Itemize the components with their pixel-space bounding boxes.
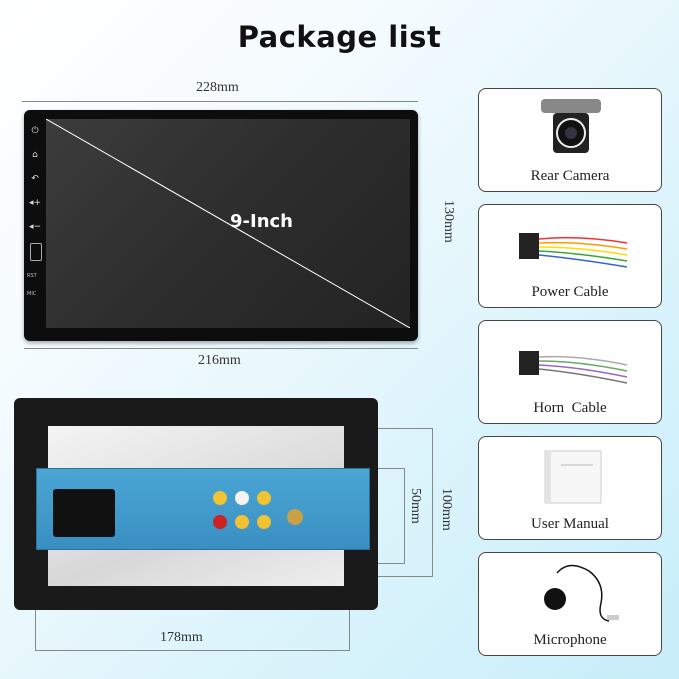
head-unit-front: ⏻ ⌂ ↶ ◂+ ◂− RST MIC 9-Inch: [24, 110, 418, 341]
screen-width-dimension-line: [24, 348, 418, 349]
item-label: Horn Cable: [533, 400, 607, 416]
microphone-icon: [544, 564, 619, 622]
head-unit-back: [14, 398, 378, 610]
item-card-power-cable: Power Cable: [478, 204, 662, 308]
rca-jack-icon: [235, 515, 249, 529]
rca-jack-icon: [257, 491, 271, 505]
volume-up-icon: ◂+: [28, 198, 42, 208]
circuit-board: [36, 468, 370, 550]
item-label: Power Cable: [531, 284, 609, 300]
camera-icon: [541, 99, 601, 153]
item-card-rear-camera: Rear Camera: [478, 88, 662, 192]
mic-label: MIC: [27, 291, 37, 297]
back-height-bottom-tick: [378, 576, 433, 577]
inner-height-top-tick: [360, 468, 405, 469]
inner-height-bottom-tick: [360, 563, 405, 564]
back-width-dimension-label: 178mm: [160, 630, 203, 645]
inner-height-dimension-line: [404, 468, 405, 564]
rca-jack-icon: [235, 491, 249, 505]
cable-icon: [519, 351, 628, 384]
rst-label: RST: [27, 273, 37, 279]
inner-height-dimension-label: 50mm: [408, 488, 423, 524]
wiring-connector-icon: [53, 489, 115, 537]
back-height-dimension-line: [432, 428, 433, 576]
power-icon: ⏻: [31, 126, 39, 136]
volume-down-icon: ◂−: [28, 222, 42, 232]
screen-diagonal: [46, 119, 410, 328]
manual-icon: [544, 450, 602, 504]
screen-size-label: 9-Inch: [230, 211, 293, 232]
rca-jack-icon: [213, 515, 227, 529]
item-card-user-manual: User Manual: [478, 436, 662, 540]
usb-port-icon: [30, 243, 42, 261]
rca-jack-icon: [213, 491, 227, 505]
back-width-left-tick: [35, 590, 36, 650]
rca-jack-icon: [257, 515, 271, 529]
display-screen: 9-Inch: [46, 119, 410, 328]
width-dimension-line: [22, 101, 418, 102]
height-dimension-label: 130mm: [441, 200, 456, 243]
item-card-horn-cable: Horn Cable: [478, 320, 662, 424]
antenna-jack-icon: [287, 509, 303, 525]
back-width-dimension-line: [35, 650, 350, 651]
back-width-right-tick: [349, 590, 350, 650]
width-dimension-label: 228mm: [196, 80, 239, 95]
item-label: Microphone: [533, 632, 607, 648]
item-card-microphone: Microphone: [478, 552, 662, 656]
page-title: Package list: [237, 20, 442, 54]
cable-icon: [519, 233, 628, 268]
item-label: Rear Camera: [530, 168, 610, 184]
back-height-dimension-label: 100mm: [439, 488, 454, 531]
back-icon: ↶: [31, 174, 39, 184]
item-label: User Manual: [531, 516, 609, 532]
home-icon: ⌂: [32, 150, 38, 160]
back-height-top-tick: [378, 428, 433, 429]
screen-width-dimension-label: 216mm: [198, 353, 241, 368]
